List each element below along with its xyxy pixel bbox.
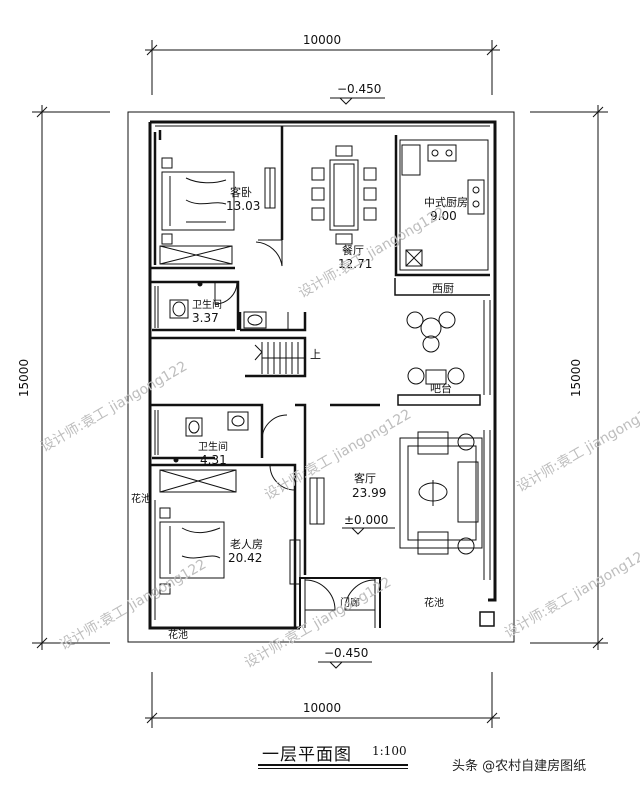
elevation-bottom: −0.450 [324,646,368,660]
dining-area: 12.71 [338,257,372,271]
dimension-left: 15000 [17,359,31,397]
title-underline-thin [258,768,408,769]
living-name: 客厅 [354,471,376,485]
drawing-scale: 1:100 [372,744,407,758]
title-underline [258,764,408,766]
bath-lower-area: 4.31 [200,453,227,467]
source-credit: 头条 @农村自建房图纸 [452,759,587,774]
bath-upper-area: 3.37 [192,311,219,325]
elder-room-area: 20.42 [228,551,262,565]
dining-name: 餐厅 [342,243,364,257]
planter-left: 花池 [131,492,151,505]
bath-fixtures [169,281,267,463]
kitchen-name: 中式厨房 [424,196,468,209]
guest-bed [159,157,276,265]
watermark: 设计师:袁工 jiangong122 [502,544,640,641]
bath-lower-name: 卫生间 [198,440,228,453]
kitchen-fixtures [401,144,485,267]
watermark: 设计师:袁工 jiangong122 [242,574,394,671]
watermark: 设计师:袁工 jiangong122 [296,204,448,301]
bar-furniture [406,311,465,385]
kitchen-area: 9.00 [430,209,457,223]
dimension-right: 15000 [569,359,583,397]
planter-bottom-right: 花池 [424,596,444,609]
interior-walls [150,126,491,628]
entry-name: 门廊 [340,596,360,609]
dimension-top: 10000 [303,33,341,47]
doors [214,239,376,611]
bar-name: 吧台 [430,381,452,395]
elevation-markers [318,97,395,669]
dining-table [311,145,377,245]
elder-bed [159,469,301,595]
outer-walls [127,111,515,643]
elevation-top: −0.450 [337,82,381,96]
stair [254,342,304,374]
guest-bedroom-area: 13.03 [226,199,260,213]
elder-room-name: 老人房 [230,538,263,551]
dimension-bottom: 10000 [303,701,341,715]
guest-bedroom-name: 客卧 [230,185,252,199]
planter-bottom-left: 花池 [168,628,188,641]
watermark: 设计师:袁工 jiangong122 [38,358,190,455]
watermark: 设计师:袁工 jiangong122 [262,406,414,503]
elevation-floor: ±0.000 [344,513,388,527]
drawing-title: 一层平面图 [262,745,352,765]
stair-label: 上 [310,348,321,361]
living-furniture [309,431,483,555]
bath-upper-name: 卫生间 [192,298,222,311]
living-area: 23.99 [352,486,386,500]
western-kitchen-name: 西厨 [432,282,454,295]
watermark: 设计师:袁工 jiangong122 [514,398,640,495]
dimension-lines [32,40,608,728]
